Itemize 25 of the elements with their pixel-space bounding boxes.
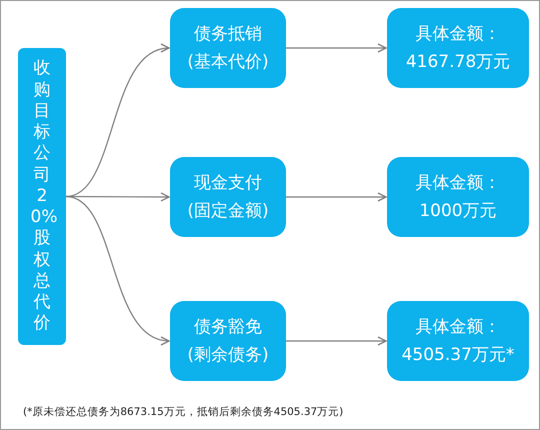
process-box — [18, 48, 66, 345]
arrow — [66, 196, 170, 344]
box-text: 债务抵销 — [194, 24, 262, 44]
box-text: 4167.78万元 — [406, 52, 510, 72]
process-box — [170, 157, 286, 237]
box-text: (剩余债务) — [187, 345, 269, 366]
box-text: 具体金额： — [416, 172, 500, 193]
box-text: 具体金额： — [416, 24, 500, 44]
box-text: 债务豁免 — [194, 316, 262, 337]
box-text: 1000万元 — [419, 201, 497, 222]
box-text: (基本代价) — [187, 52, 269, 72]
process-box — [387, 301, 529, 381]
process-box — [170, 301, 286, 381]
process-box — [170, 8, 286, 88]
process-box — [387, 8, 529, 88]
box-text: 4505.37万元* — [402, 345, 514, 366]
arrow — [286, 336, 387, 346]
box-text: 具体金额： — [416, 316, 500, 337]
box-text: 现金支付 — [194, 172, 262, 193]
footnote: (*原未偿还总债务为8673.15万元，抵销后剩余债务4505.37万元) — [23, 405, 344, 419]
arrow — [286, 192, 387, 202]
arrow — [66, 45, 170, 198]
process-box — [387, 157, 529, 237]
arrow — [286, 43, 387, 53]
box-text: (固定金额) — [187, 201, 269, 222]
